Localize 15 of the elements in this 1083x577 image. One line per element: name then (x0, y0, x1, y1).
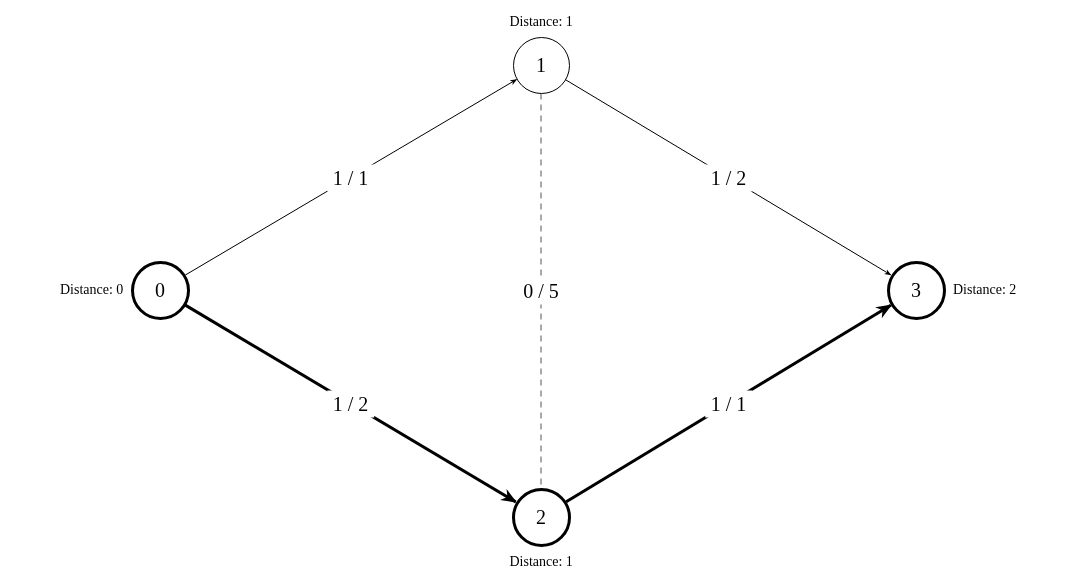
arrow (565, 304, 893, 503)
distance-label: Distance: 2 (953, 282, 1017, 298)
distance-label: Distance: 1 (509, 554, 573, 570)
edge-label: 1 / 1 (326, 164, 375, 191)
distance-label: Distance: 1 (509, 14, 573, 30)
node-circle (512, 36, 570, 94)
edge-label: 1 / 2 (326, 390, 375, 417)
node-number: 2 (536, 505, 546, 529)
edge-label: 1 / 2 (704, 164, 753, 191)
node-number: 0 (155, 278, 165, 302)
node-number: 1 (536, 53, 546, 77)
distance-label: Distance: 0 (60, 282, 124, 298)
node-number: 3 (911, 278, 921, 302)
dashed-line (540, 93, 542, 488)
edge-label: 1 / 1 (704, 390, 753, 417)
